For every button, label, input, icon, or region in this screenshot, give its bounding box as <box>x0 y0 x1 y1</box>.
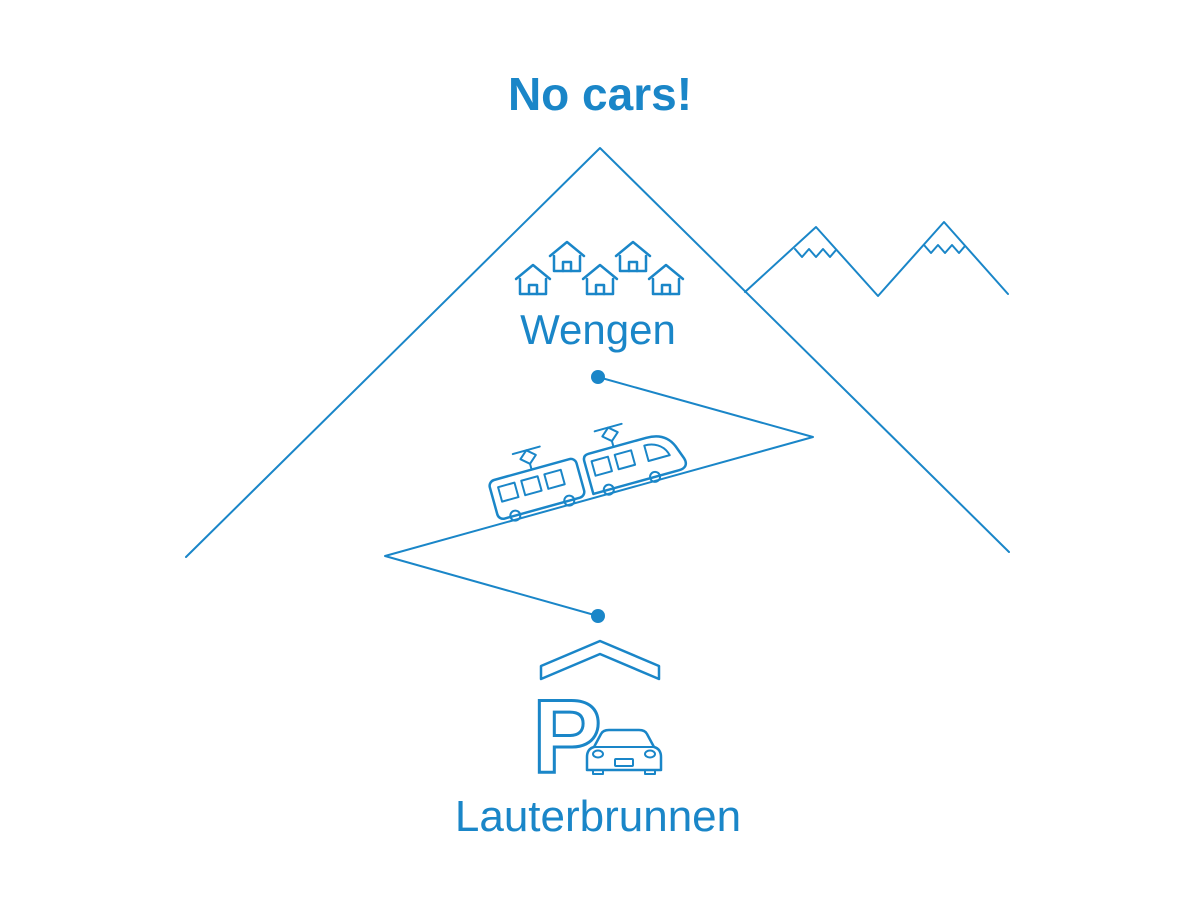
mountain-icon <box>185 147 1010 558</box>
snow-cap-right-icon <box>923 244 966 254</box>
house-icon <box>647 263 685 296</box>
car-icon <box>585 728 663 775</box>
lauterbrunnen-label: Lauterbrunnen <box>455 792 741 841</box>
train-front-carriage <box>582 422 688 496</box>
wengen-label: Wengen <box>520 306 676 353</box>
snow-peaks-icon <box>744 221 1009 297</box>
garage-roof-icon <box>539 639 661 681</box>
train-rear-carriage <box>488 445 586 522</box>
train-icon <box>488 422 688 522</box>
parking-garage-icon: P <box>531 639 663 797</box>
railway-line <box>384 370 814 623</box>
house-icon <box>581 263 619 296</box>
house-icon <box>514 263 552 296</box>
peaks-ridge-line <box>744 221 1009 297</box>
parking-p-sign: P <box>532 679 601 795</box>
house-icon <box>548 240 586 273</box>
house-icon <box>614 240 652 273</box>
page-title: No cars! <box>508 68 692 120</box>
lauterbrunnen-station-dot <box>591 609 605 623</box>
village-houses <box>514 240 685 296</box>
snow-cap-left-icon <box>794 248 837 258</box>
railway-zigzag <box>384 376 814 617</box>
